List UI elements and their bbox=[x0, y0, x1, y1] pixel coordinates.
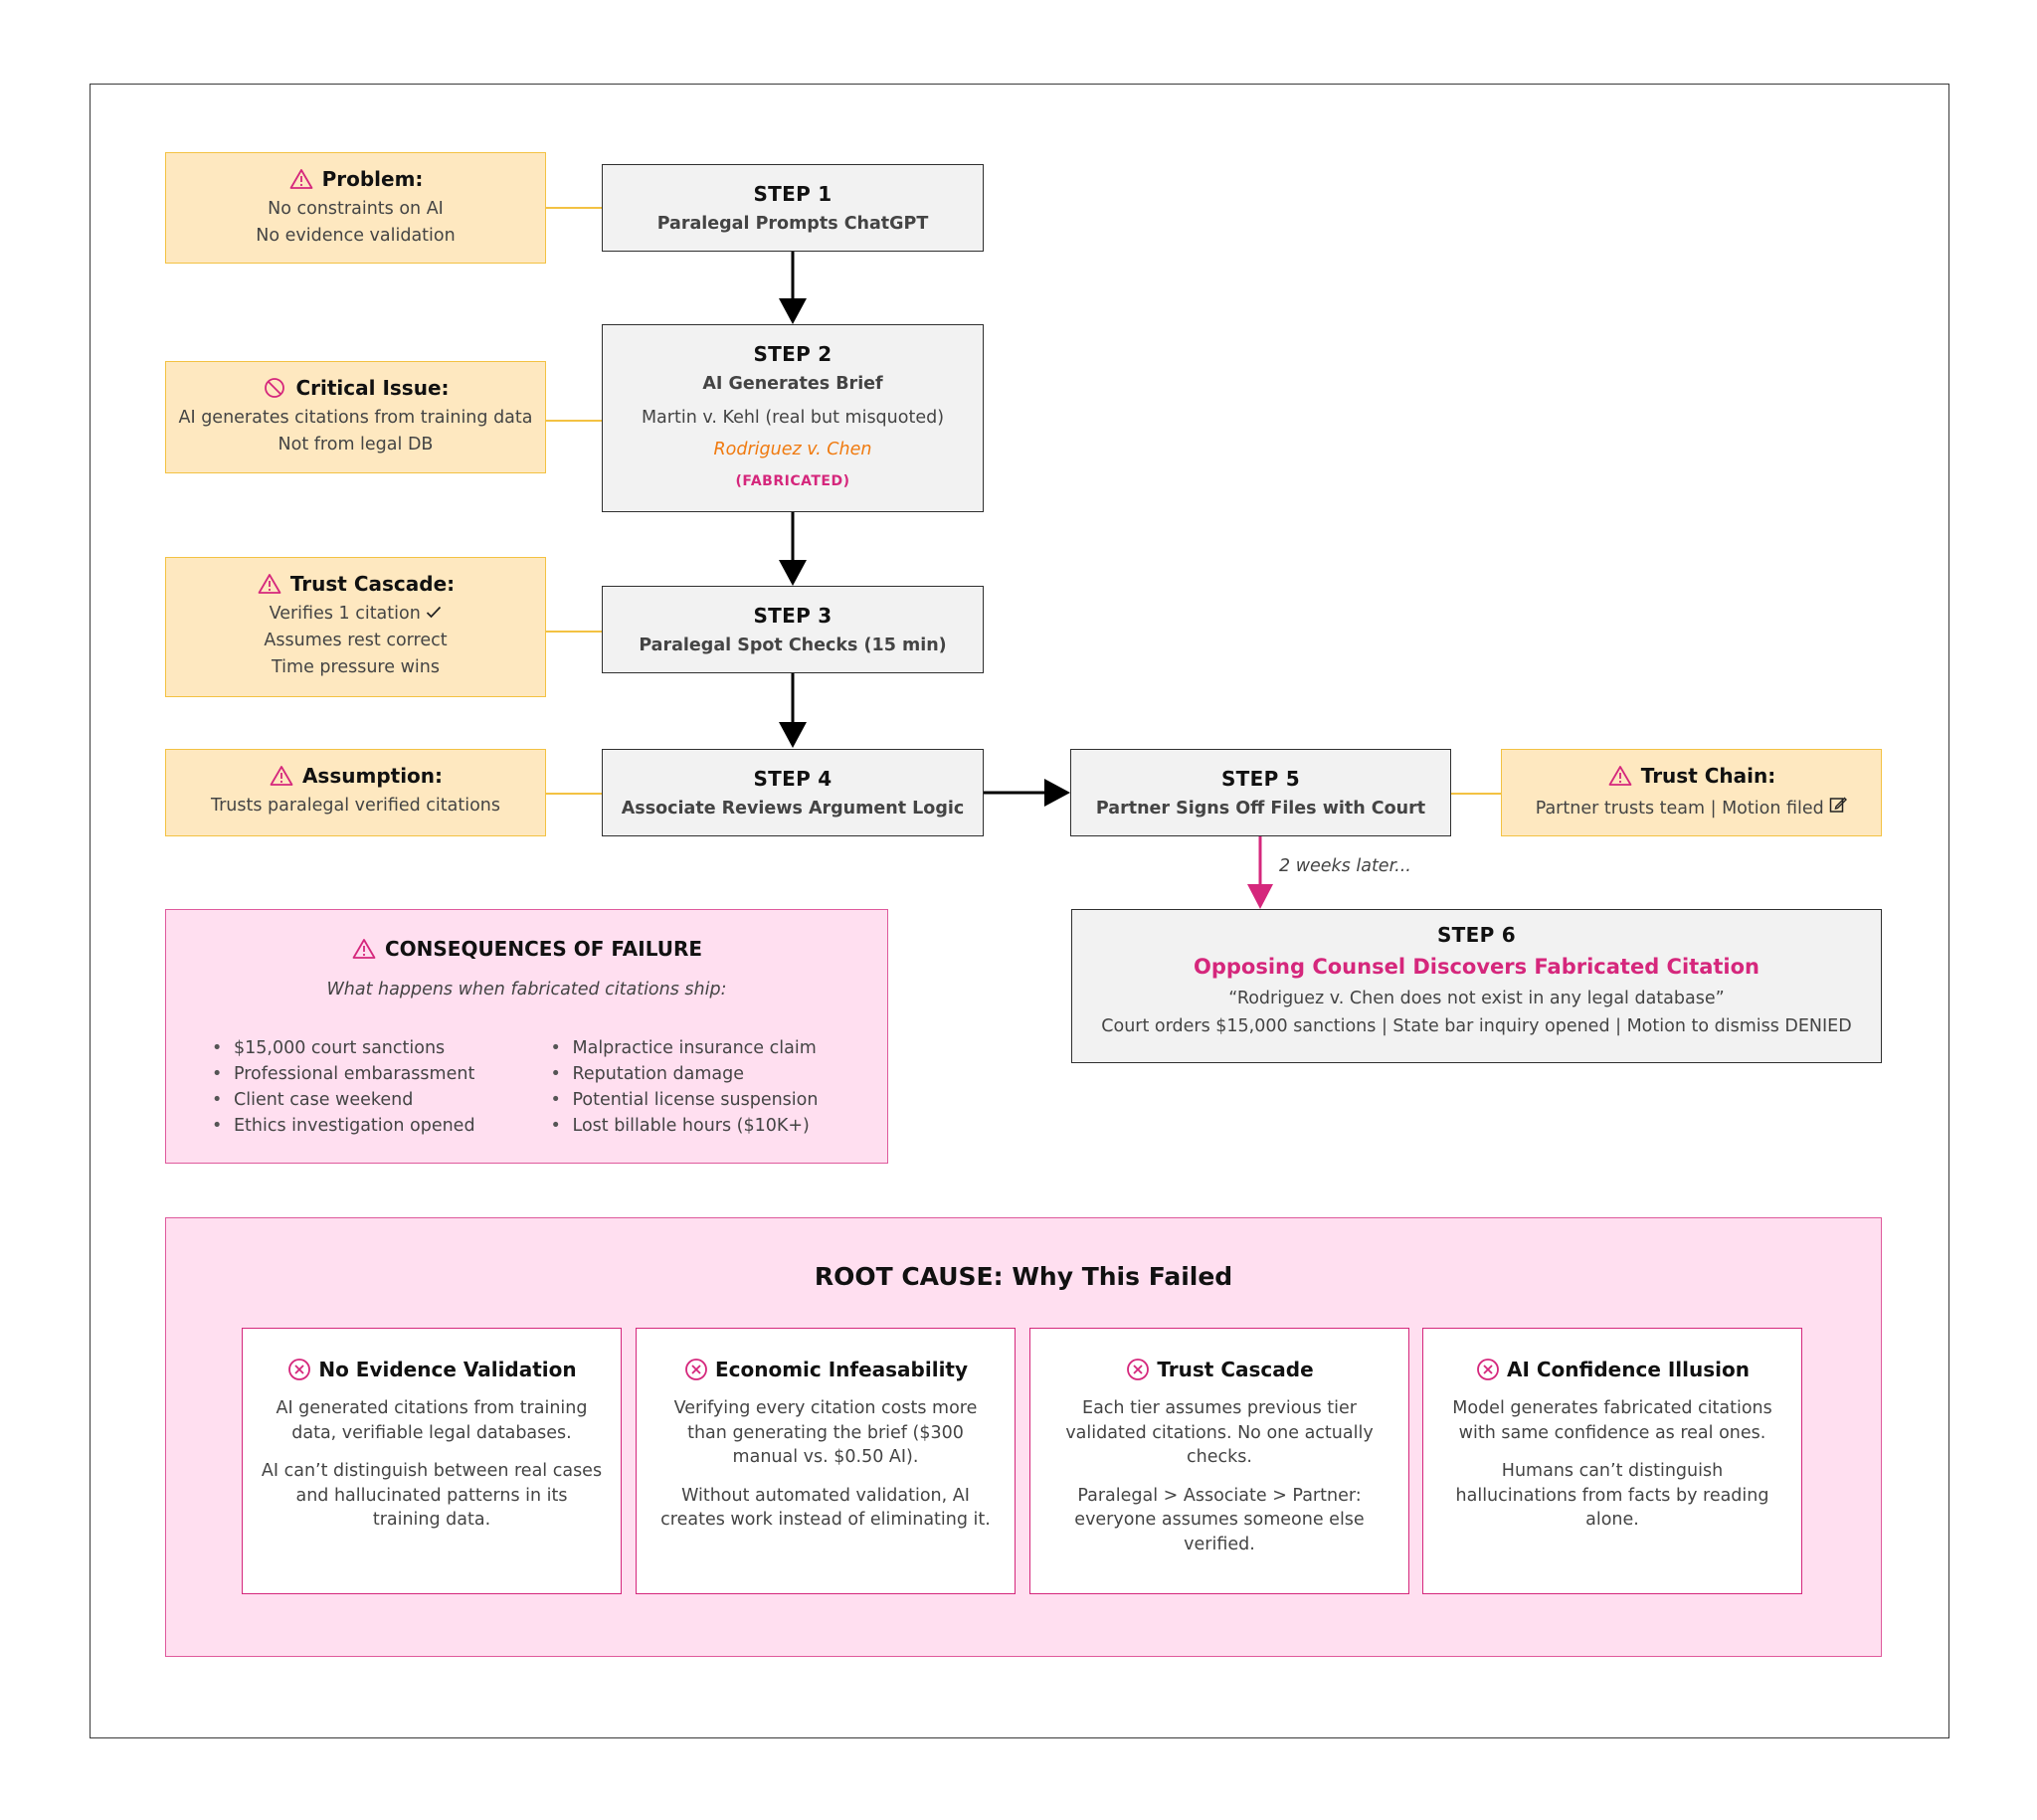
consequences-list-left: $15,000 court sanctions Professional emb… bbox=[210, 1035, 549, 1139]
note-assumption-line-1: Trusts paralegal verified citations bbox=[210, 796, 501, 816]
card-paragraph: AI can’t distinguish between real cases … bbox=[261, 1461, 603, 1530]
card-title: Economic Infeasability bbox=[654, 1357, 997, 1382]
root-cause-card-ai-confidence-illusion: AI Confidence Illusion Model generates f… bbox=[1422, 1328, 1802, 1594]
step-6-outcome: Court orders $15,000 sanctions | State b… bbox=[1101, 1016, 1852, 1036]
card-title: No Evidence Validation bbox=[261, 1357, 603, 1382]
step-4-title: STEP 4 bbox=[753, 767, 833, 791]
note-problem: Problem: No constraints on AI No evidenc… bbox=[165, 152, 546, 264]
consequence-item: Malpractice insurance claim bbox=[549, 1035, 888, 1061]
root-cause-card-economic-infeasability: Economic Infeasability Verifying every c… bbox=[636, 1328, 1016, 1594]
note-critical-line-2: Not from legal DB bbox=[278, 435, 434, 455]
note-trust-cascade-line-3: Time pressure wins bbox=[272, 657, 440, 677]
arrowhead-step2-step3 bbox=[779, 560, 807, 586]
card-paragraph: AI generated citations from training dat… bbox=[276, 1398, 588, 1443]
card-paragraph: Each tier assumes previous tier validate… bbox=[1065, 1398, 1374, 1467]
consequence-item: Lost billable hours ($10K+) bbox=[549, 1113, 888, 1139]
consequences-list-right: Malpractice insurance claim Reputation d… bbox=[549, 1035, 888, 1139]
card-paragraph: Verifying every citation costs more than… bbox=[673, 1398, 978, 1467]
edit-document-icon bbox=[1829, 797, 1848, 819]
card-paragraph: Humans can’t distinguish hallucinations … bbox=[1455, 1461, 1769, 1530]
step-2: STEP 2 AI Generates Brief Martin v. Kehl… bbox=[602, 324, 984, 512]
step-3: STEP 3 Paralegal Spot Checks (15 min) bbox=[602, 586, 984, 673]
consequences-title: CONSEQUENCES OF FAILURE bbox=[166, 936, 887, 962]
consequence-item: Potential license suspension bbox=[549, 1087, 888, 1113]
note-trust-cascade: Trust Cascade: Verifies 1 citation Assum… bbox=[165, 557, 546, 697]
x-circle-icon bbox=[683, 1357, 709, 1382]
step-6: STEP 6 Opposing Counsel Discovers Fabric… bbox=[1071, 909, 1882, 1063]
edge-label-2-weeks-later: 2 weeks later... bbox=[1279, 856, 1411, 876]
note-problem-title: Problem: bbox=[166, 166, 545, 192]
card-title: AI Confidence Illusion bbox=[1441, 1357, 1783, 1382]
arrowhead-step5-step6 bbox=[1247, 884, 1273, 909]
root-cause-panel: ROOT CAUSE: Why This Failed No Evidence … bbox=[165, 1217, 1882, 1657]
note-problem-line-2: No evidence validation bbox=[256, 226, 456, 246]
step-4-subtitle: Associate Reviews Argument Logic bbox=[621, 799, 965, 819]
card-paragraph: Without automated validation, AI creates… bbox=[660, 1485, 991, 1531]
note-critical-issue: Critical Issue: AI generates citations f… bbox=[165, 361, 546, 473]
warning-icon bbox=[257, 571, 282, 597]
consequences-panel: CONSEQUENCES OF FAILURE What happens whe… bbox=[165, 909, 888, 1164]
card-paragraph: Paralegal > Associate > Partner: everyon… bbox=[1074, 1485, 1365, 1554]
step-2-fabricated-tag: (FABRICATED) bbox=[735, 473, 850, 489]
step-3-subtitle: Paralegal Spot Checks (15 min) bbox=[639, 636, 947, 655]
step-2-subtitle: AI Generates Brief bbox=[702, 374, 883, 394]
x-circle-icon bbox=[286, 1357, 312, 1382]
note-trust-chain: Trust Chain: Partner trusts team | Motio… bbox=[1501, 749, 1882, 836]
arrowhead-step4-step5 bbox=[1044, 779, 1070, 807]
warning-icon bbox=[1607, 763, 1633, 789]
root-cause-card-evidence-validation: No Evidence Validation AI generated cita… bbox=[242, 1328, 622, 1594]
note-trust-chain-title: Trust Chain: bbox=[1502, 763, 1881, 789]
step-6-subtitle: Opposing Counsel Discovers Fabricated Ci… bbox=[1194, 955, 1759, 979]
step-5: STEP 5 Partner Signs Off Files with Cour… bbox=[1070, 749, 1451, 836]
warning-icon bbox=[351, 936, 377, 962]
x-circle-icon bbox=[1125, 1357, 1151, 1382]
step-2-title: STEP 2 bbox=[753, 342, 833, 366]
root-cause-card-trust-cascade: Trust Cascade Each tier assumes previous… bbox=[1029, 1328, 1409, 1594]
diagram-frame bbox=[90, 84, 1949, 1738]
consequence-item: Client case weekend bbox=[210, 1087, 549, 1113]
step-5-title: STEP 5 bbox=[1220, 767, 1301, 791]
root-cause-title: ROOT CAUSE: Why This Failed bbox=[814, 1262, 1233, 1291]
step-5-subtitle: Partner Signs Off Files with Court bbox=[1095, 799, 1426, 819]
card-title: Trust Cascade bbox=[1048, 1357, 1390, 1382]
step-1-subtitle: Paralegal Prompts ChatGPT bbox=[656, 214, 929, 234]
note-trust-cascade-line-1: Verifies 1 citation bbox=[166, 604, 545, 624]
step-1-title: STEP 1 bbox=[753, 182, 833, 206]
note-assumption-title: Assumption: bbox=[166, 763, 545, 789]
warning-icon bbox=[269, 763, 294, 789]
consequences-subtitle: What happens when fabricated citations s… bbox=[326, 980, 727, 1000]
step-2-fabricated-case: Rodriguez v. Chen bbox=[713, 440, 872, 459]
note-problem-line-1: No constraints on AI bbox=[268, 199, 444, 219]
consequence-item: Ethics investigation opened bbox=[210, 1113, 549, 1139]
step-3-title: STEP 3 bbox=[753, 604, 833, 628]
step-2-real-case: Martin v. Kehl (real but misquoted) bbox=[641, 408, 945, 428]
x-circle-icon bbox=[1475, 1357, 1501, 1382]
consequence-item: $15,000 court sanctions bbox=[210, 1035, 549, 1061]
step-6-title: STEP 6 bbox=[1436, 923, 1517, 947]
warning-icon bbox=[288, 166, 314, 192]
consequences-lists: $15,000 court sanctions Professional emb… bbox=[166, 1035, 887, 1139]
consequence-item: Reputation damage bbox=[549, 1061, 888, 1087]
note-assumption: Assumption: Trusts paralegal verified ci… bbox=[165, 749, 546, 836]
step-4: STEP 4 Associate Reviews Argument Logic bbox=[602, 749, 984, 836]
prohibited-icon bbox=[262, 375, 287, 401]
checkmark-icon bbox=[426, 604, 442, 624]
step-6-quote: “Rodriguez v. Chen does not exist in any… bbox=[1228, 989, 1725, 1008]
step-1: STEP 1 Paralegal Prompts ChatGPT bbox=[602, 164, 984, 252]
note-critical-line-1: AI generates citations from training dat… bbox=[178, 408, 533, 428]
card-paragraph: Model generates fabricated citations wit… bbox=[1452, 1398, 1772, 1443]
arrowhead-step1-step2 bbox=[779, 298, 807, 324]
consequence-item: Professional embarassment bbox=[210, 1061, 549, 1087]
note-trust-chain-line-1: Partner trusts team | Motion filed bbox=[1502, 796, 1881, 819]
note-critical-title: Critical Issue: bbox=[166, 375, 545, 401]
note-trust-cascade-line-2: Assumes rest correct bbox=[264, 631, 448, 650]
note-trust-cascade-title: Trust Cascade: bbox=[166, 571, 545, 597]
arrowhead-step3-step4 bbox=[779, 722, 807, 748]
